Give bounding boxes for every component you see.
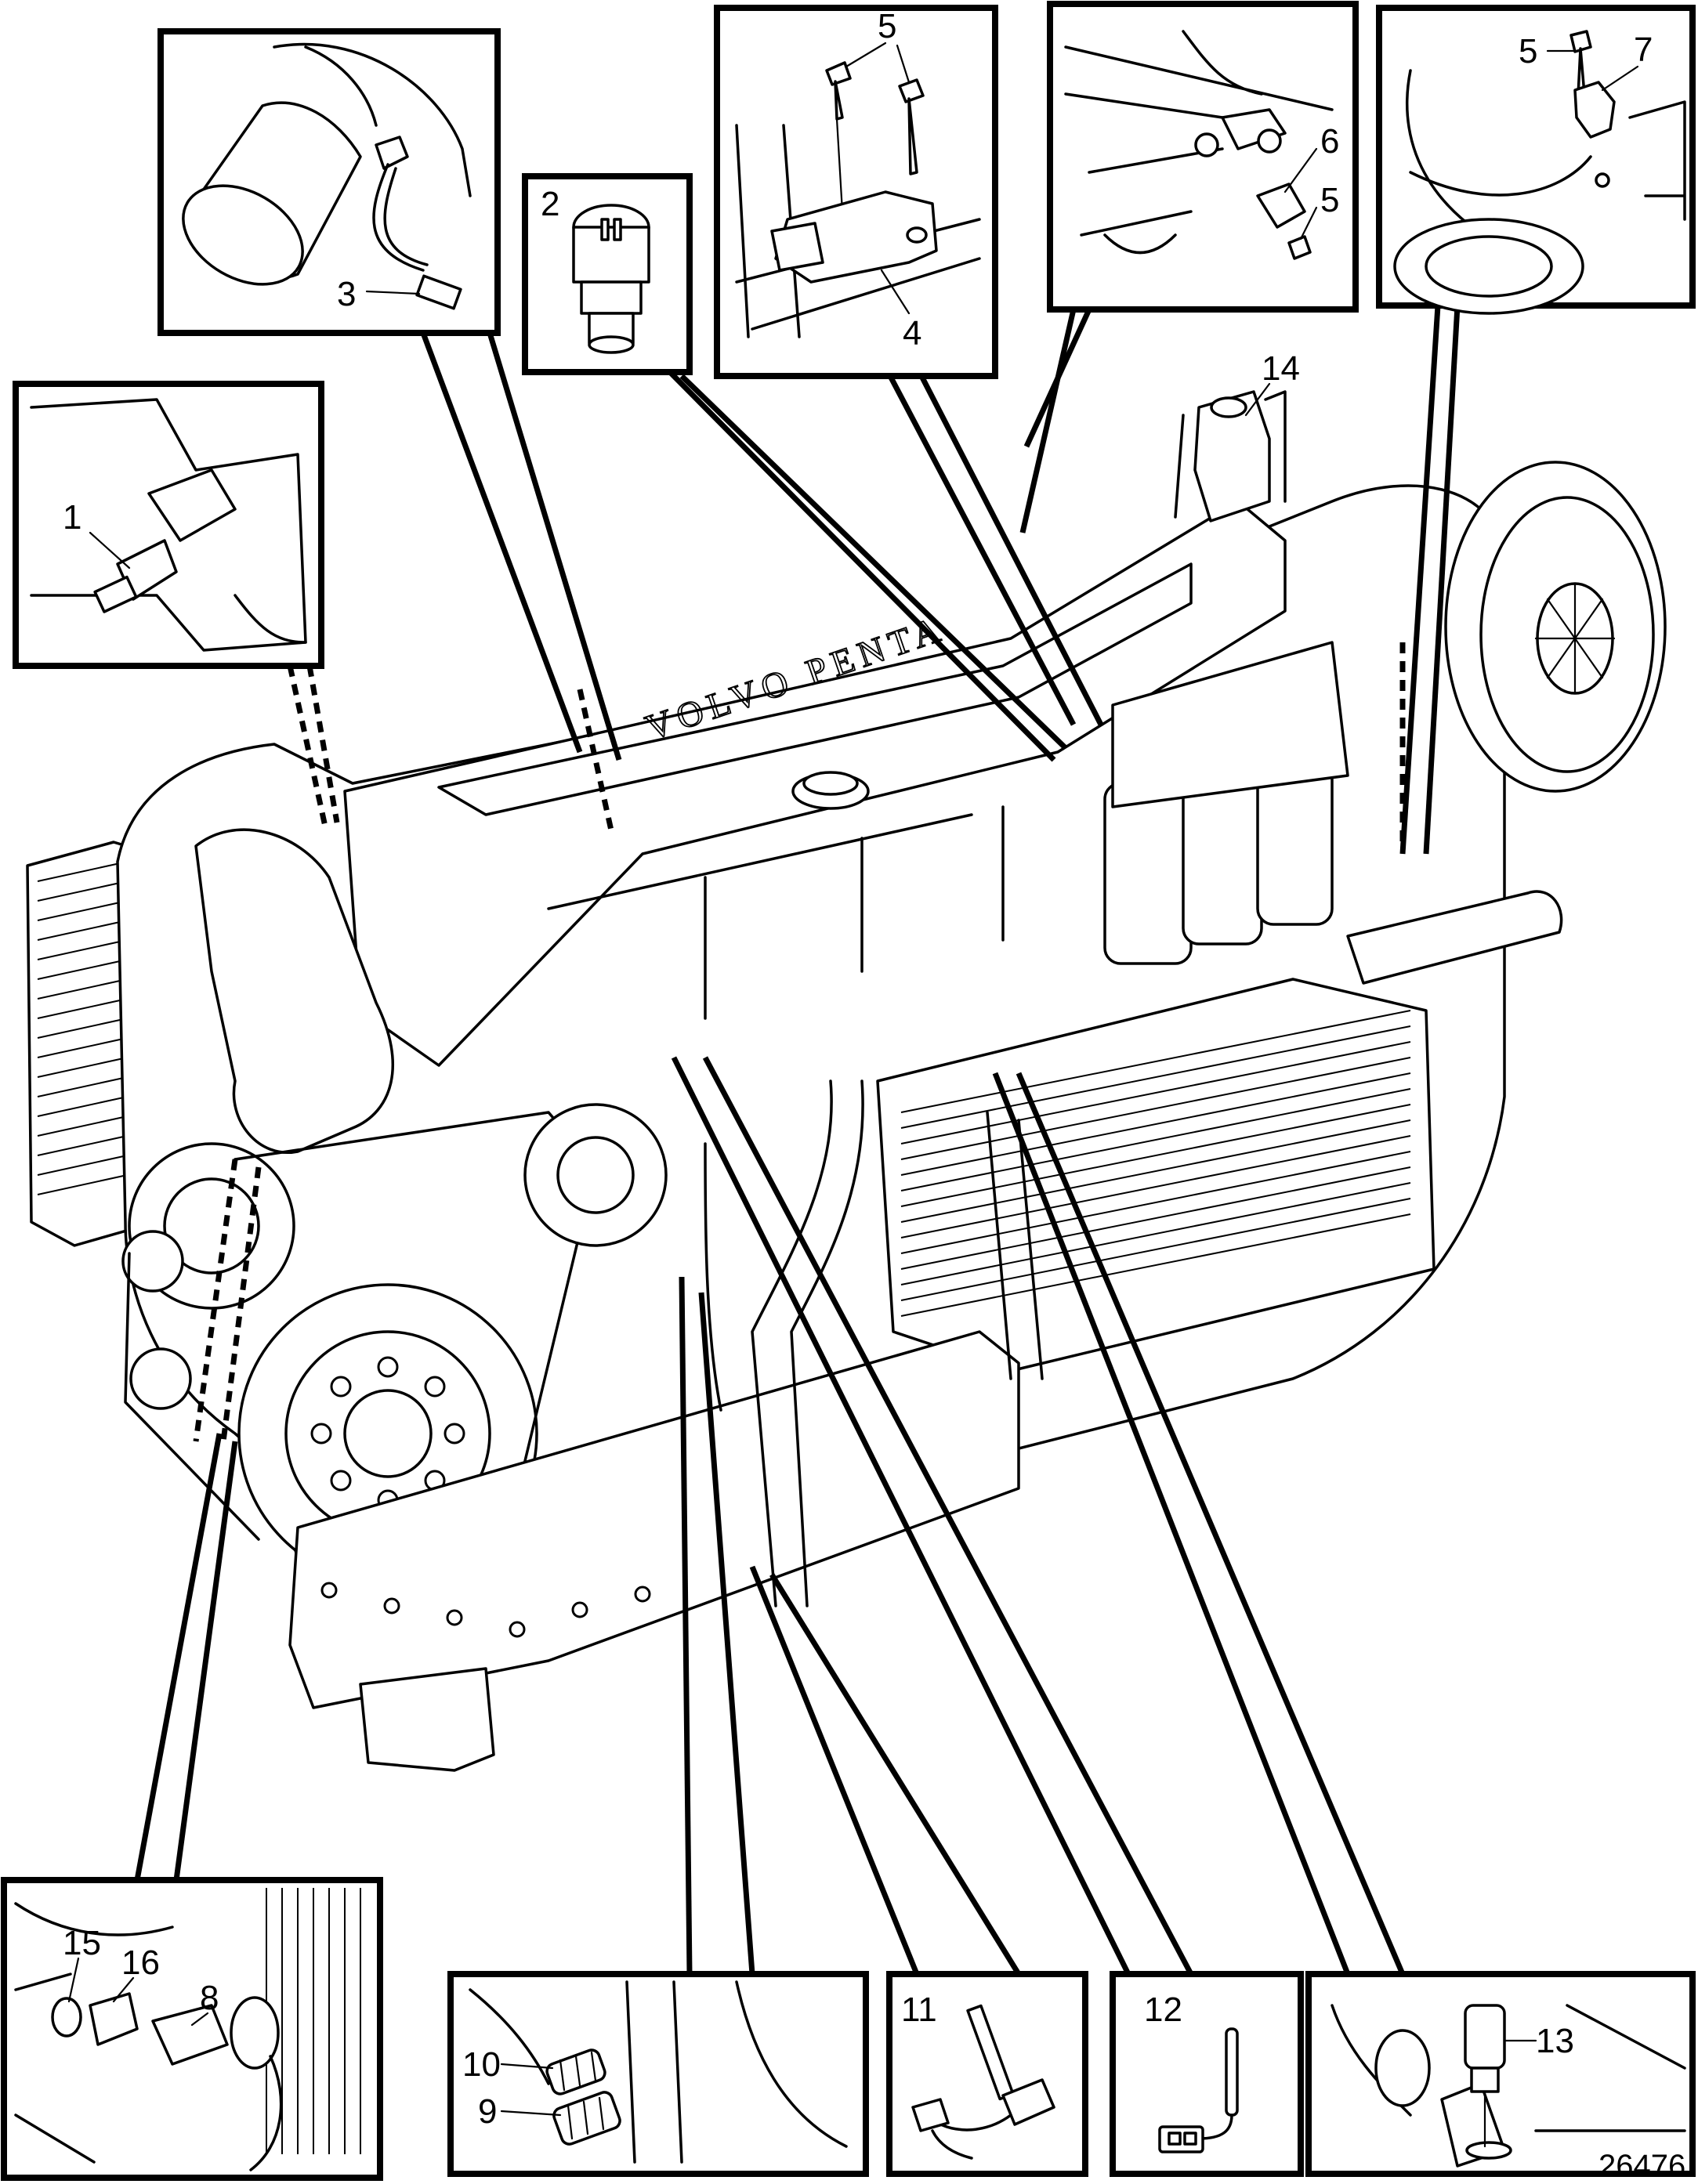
callout-11: 11 xyxy=(901,1991,937,2029)
pressure-sensor-2 xyxy=(572,204,650,354)
callout-5c: 5 xyxy=(1519,32,1537,71)
box8-fins xyxy=(266,1888,361,2154)
connector-3 xyxy=(415,274,462,310)
level-sensor-12 xyxy=(1158,2027,1239,2153)
heat-exchanger-fins xyxy=(900,1010,1411,1317)
bolt-5c xyxy=(1287,235,1312,260)
sensor-9 xyxy=(552,2091,621,2146)
sensor-13 xyxy=(1464,2004,1506,2093)
detail-box-7 xyxy=(1376,5,1696,315)
callout-16: 16 xyxy=(121,1944,160,1982)
fuel-filters xyxy=(1103,641,1349,965)
intake-pipe xyxy=(194,828,394,1155)
drain-hose xyxy=(359,1667,495,1772)
callout-5a: 5 xyxy=(878,7,896,45)
heat-exchanger xyxy=(876,978,1436,1372)
callout-8: 8 xyxy=(200,1979,219,2017)
callout-7: 7 xyxy=(1634,31,1653,69)
bolt-5a xyxy=(825,61,852,121)
detail-box-13 xyxy=(1305,1971,1696,2177)
sensor-6 xyxy=(1256,183,1306,229)
crank-pulley-bolts xyxy=(310,1356,465,1511)
temp-sensor-3 xyxy=(375,136,409,170)
callout-3: 3 xyxy=(337,275,356,313)
leader-lines xyxy=(134,305,1461,1976)
callout-2: 2 xyxy=(541,185,559,223)
detail-box-6 xyxy=(1047,1,1359,313)
callout-12: 12 xyxy=(1144,1991,1182,2029)
engine-assembly: PENTA xyxy=(26,461,1667,1772)
sensor-8 xyxy=(151,2004,229,2066)
detail-box-8 xyxy=(1,1877,383,2181)
callout-9: 9 xyxy=(478,2092,497,2131)
figure-number: 26476 xyxy=(1598,2149,1685,2183)
callout-labels: 1 2 3 4 5 6 5 5 7 14 15 16 8 xyxy=(63,7,1653,2131)
callout-15: 15 xyxy=(63,1924,101,1962)
detail-box-12 xyxy=(1110,1971,1304,2177)
oil-sump xyxy=(288,1330,1020,1709)
detail-box-2 xyxy=(522,173,693,375)
washer-15 xyxy=(51,1997,82,2038)
sensor-10 xyxy=(545,2048,606,2095)
callout-10: 10 xyxy=(462,2045,501,2084)
callout-13: 13 xyxy=(1536,2022,1574,2060)
coolant-pipe xyxy=(1346,890,1563,985)
callout-6: 6 xyxy=(1320,122,1339,161)
callout-5b: 5 xyxy=(1320,181,1339,219)
detail-box-11 xyxy=(886,1971,1088,2177)
detail-box-9 xyxy=(447,1971,869,2177)
bolt-5b xyxy=(898,78,925,175)
callout-4: 4 xyxy=(903,314,921,353)
sensor-14 xyxy=(1174,390,1287,522)
sump-bolts xyxy=(320,1582,651,1638)
detail-box-4 xyxy=(714,5,998,379)
callout-1: 1 xyxy=(63,498,81,537)
sensor-7 xyxy=(1573,81,1616,139)
detail-box-1 xyxy=(13,381,324,669)
callout-14: 14 xyxy=(1262,349,1300,388)
detail-box-3 xyxy=(157,28,501,336)
dipstick-sensor-11 xyxy=(911,2004,1055,2160)
air-filter xyxy=(1444,461,1667,793)
